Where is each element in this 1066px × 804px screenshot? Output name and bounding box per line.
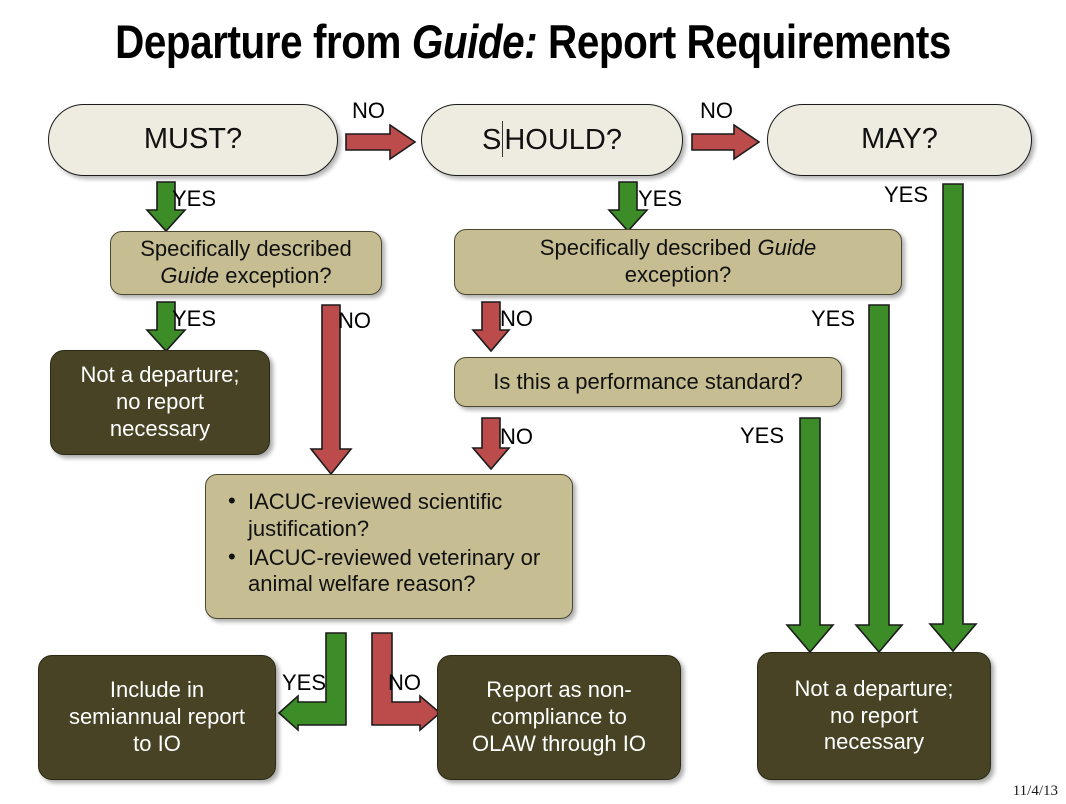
arrow-no-iacuc-to-noncompliance	[370, 632, 442, 732]
edge-label-yes-exception-left: YES	[172, 306, 217, 331]
exception-mid-line1: Specifically described Guide	[540, 235, 816, 262]
arrow-no-should-to-may	[691, 123, 761, 161]
node-include-semiannual-report[interactable]: Include in semiannual report to IO	[38, 655, 276, 780]
iacuc-bullet-1: IACUC-reviewed scientific justification?	[226, 488, 554, 543]
edge-label-no-performance: NO	[500, 424, 533, 449]
exception-left-rest: exception?	[219, 263, 332, 288]
title-italic: Guide:	[411, 15, 538, 68]
title-suffix: Report Requirements	[537, 15, 951, 68]
edge-label-yes-exception-mid: YES	[811, 306, 856, 331]
not-departure-left-line2: no report	[115, 389, 205, 415]
not-departure-right-line1: Not a departure;	[794, 675, 954, 701]
not-departure-left-line1: Not a departure;	[80, 362, 240, 388]
node-exception-mid[interactable]: Specifically described Guide exception?	[454, 229, 902, 295]
node-exception-left[interactable]: Specifically described Guide exception?	[110, 231, 382, 295]
edge-label-no-iacuc: NO	[388, 670, 421, 695]
exception-mid-guide-italic: Guide	[757, 235, 817, 261]
node-iacuc-criteria[interactable]: IACUC-reviewed scientific justification?…	[205, 474, 573, 619]
edge-label-yes-may: YES	[884, 182, 929, 207]
text-cursor-icon	[502, 121, 504, 158]
should-text-before-caret: S	[482, 124, 502, 157]
edge-label-no-should-may: NO	[700, 98, 733, 123]
include-semiannual-line1: Include in	[109, 677, 205, 703]
arrow-yes-exception-left	[145, 301, 187, 353]
node-may-label: MAY?	[861, 123, 938, 156]
title-prefix: Departure from	[115, 15, 412, 68]
arrow-yes-performance-to-not-departure	[785, 417, 835, 654]
arrow-no-performance-to-iacuc	[471, 417, 511, 471]
edge-label-no-exception-mid: NO	[500, 306, 533, 331]
report-noncompliance-line2: compliance to	[491, 704, 627, 730]
should-text-after-caret: HOULD?	[504, 124, 622, 157]
arrow-no-exception-left-to-iacuc	[309, 304, 353, 476]
exception-left-line1: Specifically described	[140, 236, 352, 262]
node-must[interactable]: MUST?	[48, 104, 338, 176]
not-departure-right-line2: no report	[829, 702, 919, 728]
not-departure-left-line3: necessary	[109, 415, 211, 441]
arrow-no-must-to-should	[345, 123, 417, 161]
edge-label-yes-iacuc: YES	[282, 670, 327, 695]
node-report-noncompliance[interactable]: Report as non- compliance to OLAW throug…	[437, 655, 681, 780]
node-not-departure-right[interactable]: Not a departure; no report necessary	[757, 652, 991, 780]
edge-label-yes-should: YES	[638, 186, 683, 211]
arrow-yes-must-to-exception-left	[145, 181, 187, 233]
include-semiannual-line2: semiannual report	[68, 704, 246, 730]
arrow-yes-exception-mid-to-not-departure	[854, 304, 904, 654]
arrow-yes-may-to-not-departure	[928, 183, 978, 653]
exception-mid-line1-text: Specifically described	[539, 235, 758, 261]
exception-left-guide-italic: Guide	[160, 263, 220, 288]
date-stamp: 11/4/13	[1012, 783, 1058, 799]
node-must-label: MUST?	[143, 123, 243, 156]
edge-label-no-exception-left: NO	[338, 308, 371, 333]
node-performance-standard[interactable]: Is this a performance standard?	[454, 357, 842, 407]
exception-left-line2: Guide exception?	[160, 263, 331, 290]
exception-mid-line2: exception?	[624, 262, 732, 287]
edge-label-yes-must: YES	[172, 186, 217, 211]
node-not-departure-left[interactable]: Not a departure; no report necessary	[50, 350, 270, 455]
report-noncompliance-line1: Report as non-	[486, 677, 632, 703]
arrow-yes-iacuc-to-semiannual	[277, 632, 348, 732]
iacuc-bullet-2: IACUC-reviewed veterinary or animal welf…	[226, 544, 554, 599]
edge-label-yes-performance: YES	[740, 423, 785, 448]
edge-label-no-must-should: NO	[352, 98, 385, 123]
arrow-no-exception-mid-to-performance	[471, 301, 511, 353]
page-title: Departure from Guide: Report Requirement…	[75, 14, 992, 69]
arrow-yes-should-to-exception-mid	[607, 181, 649, 233]
performance-standard-label: Is this a performance standard?	[493, 368, 803, 394]
report-noncompliance-line3: OLAW through IO	[471, 730, 647, 756]
include-semiannual-line3: to IO	[133, 730, 181, 756]
not-departure-right-line3: necessary	[823, 729, 925, 755]
node-may[interactable]: MAY?	[767, 104, 1032, 176]
